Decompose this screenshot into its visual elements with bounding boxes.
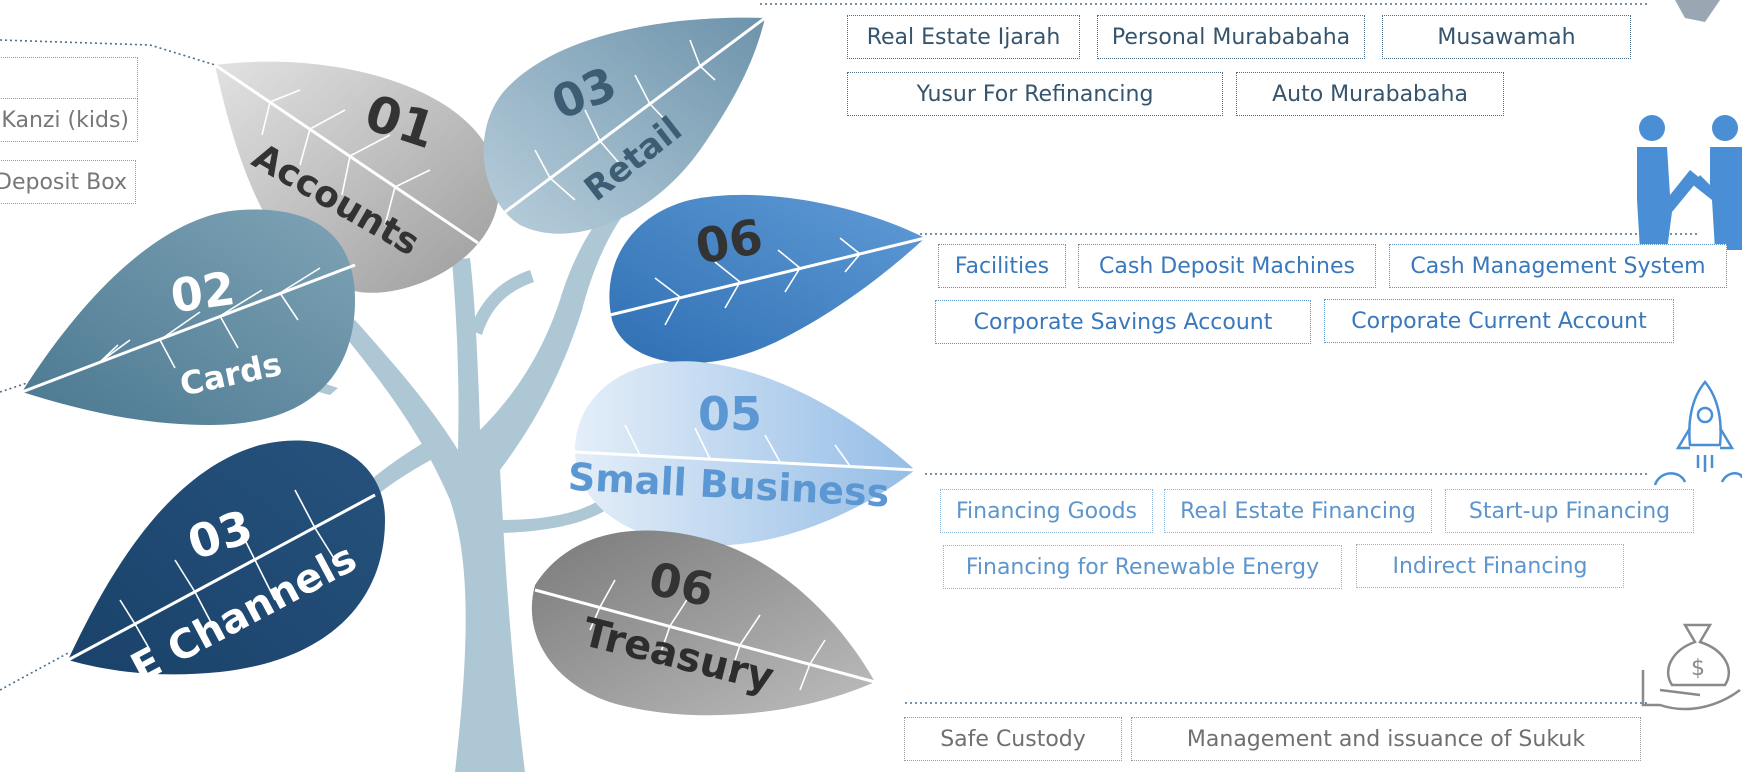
retail-item-label: Musawamah — [1437, 24, 1576, 50]
svg-text:$: $ — [1691, 656, 1705, 681]
corporate-item-cash-deposit-machines[interactable]: Cash Deposit Machines — [1078, 244, 1376, 288]
retail-item-yusur-for-refinancing[interactable]: Yusur For Refinancing — [847, 72, 1223, 116]
treasury-item-label: Safe Custody — [940, 726, 1086, 752]
small-business-item-real-estate-financing[interactable]: Real Estate Financing — [1164, 489, 1432, 533]
retail-item-auto-murababaha[interactable]: Auto Murababaha — [1236, 72, 1504, 116]
small-business-item-financing-renewable-energy[interactable]: Financing for Renewable Energy — [943, 545, 1342, 589]
leaf-small-business-number: 05 — [698, 387, 762, 441]
leaf-retail[interactable]: 03 Retail — [483, 16, 766, 234]
retail-item-real-estate-ijarah[interactable]: Real Estate Ijarah — [847, 15, 1080, 59]
retail-item-label: Auto Murababaha — [1272, 81, 1468, 107]
corporate-item-label: Corporate Current Account — [1351, 308, 1647, 334]
retail-item-label: Real Estate Ijarah — [866, 24, 1061, 50]
corporate-item-facilities[interactable]: Facilities — [938, 244, 1066, 288]
leaf-e-channels[interactable]: 03 E Channels — [67, 440, 385, 692]
small-business-item-label: Indirect Financing — [1392, 553, 1588, 579]
handshake-icon — [1637, 115, 1742, 250]
money-bag-hand-icon: $ — [1641, 623, 1741, 711]
accounts-item-kanzi-label: Kanzi (kids) — [1, 107, 129, 133]
small-business-item-label: Start-up Financing — [1468, 498, 1671, 524]
accounts-item-safe-deposit-box[interactable]: Safe Deposit Box — [0, 160, 136, 204]
small-business-item-financing-goods[interactable]: Financing Goods — [940, 489, 1153, 533]
leaf-accounts[interactable]: 01 Accounts — [214, 61, 499, 293]
retail-item-label: Yusur For Refinancing — [916, 81, 1154, 107]
leaf-treasury[interactable]: 06 Treasury — [531, 530, 876, 716]
rocket-icon — [1653, 380, 1742, 486]
corporate-item-label: Corporate Savings Account — [973, 309, 1273, 335]
treasury-item-sukuk[interactable]: Management and issuance of Sukuk — [1131, 717, 1641, 761]
small-business-item-indirect-financing[interactable]: Indirect Financing — [1356, 544, 1624, 588]
small-business-item-label: Financing for Renewable Energy — [965, 554, 1320, 580]
corporate-item-label: Facilities — [954, 253, 1050, 279]
corporate-item-cash-management-system[interactable]: Cash Management System — [1389, 244, 1727, 288]
leaf-cards[interactable]: 02 Cards — [21, 209, 356, 425]
small-business-item-start-up-financing[interactable]: Start-up Financing — [1445, 489, 1694, 533]
treasury-item-safe-custody[interactable]: Safe Custody — [904, 717, 1122, 761]
leaf-treasury-number: 06 — [644, 551, 718, 617]
corporate-item-corporate-current-account[interactable]: Corporate Current Account — [1324, 299, 1674, 343]
leaf-corporate-number: 06 — [691, 209, 767, 276]
accounts-item-safe-deposit-box-label: Safe Deposit Box — [0, 169, 127, 195]
retail-item-label: Personal Murababaha — [1111, 24, 1351, 50]
retail-item-musawamah[interactable]: Musawamah — [1382, 15, 1631, 59]
leaf-corporate[interactable]: 06 — [609, 194, 926, 364]
small-business-item-label: Real Estate Financing — [1180, 498, 1416, 524]
small-business-item-label: Financing Goods — [955, 498, 1138, 524]
leaf-small-business[interactable]: 05 Small Business — [567, 361, 916, 546]
accounts-item-1[interactable] — [0, 57, 138, 101]
corporate-item-corporate-savings-account[interactable]: Corporate Savings Account — [935, 300, 1311, 344]
laptop-icon — [1675, 0, 1720, 22]
connector-lines — [0, 3, 1700, 704]
leaf-cards-number: 02 — [167, 261, 238, 323]
accounts-item-kanzi[interactable]: Kanzi (kids) — [0, 98, 138, 142]
retail-item-personal-murababaha[interactable]: Personal Murababaha — [1097, 15, 1365, 59]
corporate-item-label: Cash Deposit Machines — [1099, 253, 1355, 279]
corporate-item-label: Cash Management System — [1410, 253, 1706, 279]
treasury-item-label: Management and issuance of Sukuk — [1186, 726, 1586, 752]
